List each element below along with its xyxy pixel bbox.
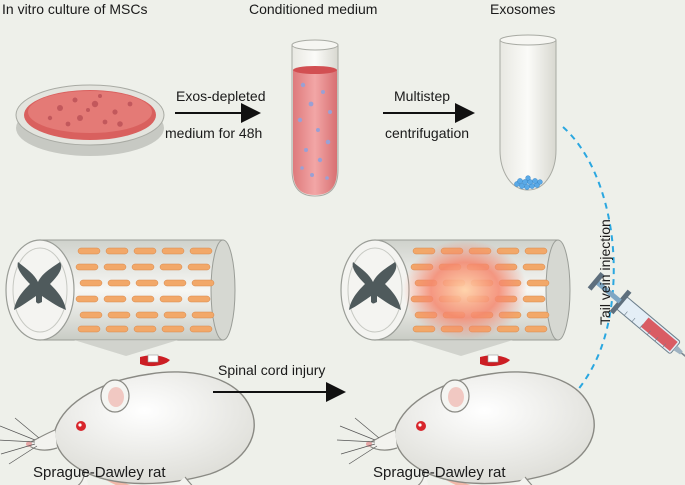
conditioned-medium-tube-icon: [291, 39, 339, 197]
label-arrow1-line1: Exos-depleted: [176, 88, 266, 104]
label-arrow1-line2: medium for 48h: [165, 125, 263, 141]
label-conditioned-medium: Conditioned medium: [249, 1, 378, 17]
injury-site-glow: [403, 240, 527, 340]
spinal-cord-right-icon: [340, 239, 571, 341]
label-exosomes: Exosomes: [490, 1, 556, 17]
label-tail-vein: Tail vein injection: [597, 219, 613, 325]
label-rat-left: Sprague-Dawley rat: [33, 464, 166, 481]
syringe-icon: [587, 272, 685, 399]
exosome-tube-icon: [499, 34, 557, 191]
label-rat-right: Sprague-Dawley rat: [373, 464, 506, 481]
label-arrow2-line1: Multistep: [394, 88, 451, 104]
label-injury: Spinal cord injury: [218, 362, 326, 378]
tail-vein-arrow: [555, 126, 615, 415]
spinal-cord-left-icon: [5, 239, 236, 341]
petri-dish-icon: [15, 84, 165, 156]
label-culture: In vitro culture of MSCs: [2, 1, 148, 17]
label-arrow2-line2: centrifugation: [385, 125, 470, 141]
